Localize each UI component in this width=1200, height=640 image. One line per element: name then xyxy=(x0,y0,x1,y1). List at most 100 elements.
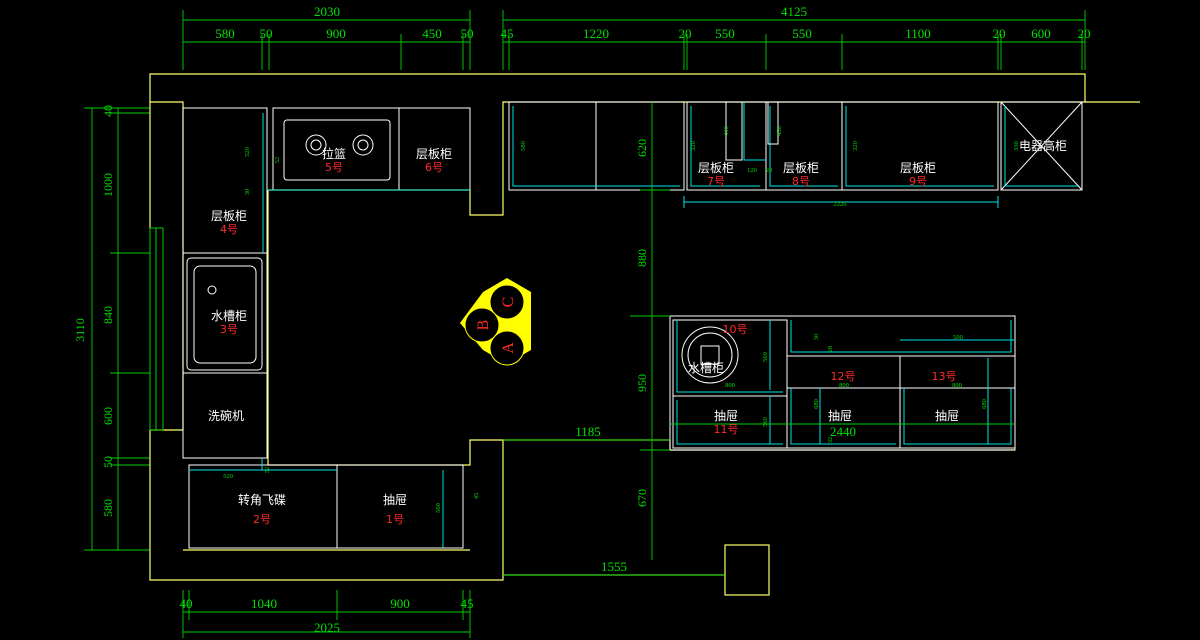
label-no2: 2号 xyxy=(253,513,271,526)
column-box xyxy=(724,544,770,596)
dim-small-30b: 30 xyxy=(813,334,820,341)
middle-dimension-lines xyxy=(503,102,1015,576)
dim-small-32: 32 xyxy=(827,437,834,444)
label-shelf-9: 层板柜 xyxy=(900,161,936,175)
label-corner: 转角飞碟 xyxy=(238,492,286,507)
label-no12: 12号 xyxy=(831,370,856,383)
label-no4: 4号 xyxy=(220,223,238,236)
dim-small-500: 500 xyxy=(953,334,963,341)
bottom-dimension-lines xyxy=(182,590,471,638)
label-shelf-6: 层板柜 xyxy=(416,147,452,161)
dim-left-seg-4: 600 xyxy=(101,407,115,425)
dim-bottom-seg-4: 45 xyxy=(461,596,474,611)
label-no6: 6号 xyxy=(425,161,443,174)
dim-small-330: 330 xyxy=(1013,141,1020,151)
dim-small-520b: 520 xyxy=(223,473,233,480)
dim-small-2220: 2220 xyxy=(834,201,847,208)
dim-left-seg-3: 840 xyxy=(101,306,115,324)
dim-small-52b: 52 xyxy=(264,467,271,474)
dim-bottom-total: 2025 xyxy=(314,620,340,635)
dim-small-800c: 800 xyxy=(952,382,962,389)
dim-top-seg-4: 450 xyxy=(422,26,442,41)
label-no9: 9号 xyxy=(909,175,927,188)
dim-670: 670 xyxy=(635,489,649,507)
dim-small-20b: 20 xyxy=(827,346,834,353)
upper-cabinets xyxy=(508,101,1083,208)
label-sink-3: 水槽柜 xyxy=(211,309,247,323)
dim-small-580: 580 xyxy=(520,141,527,151)
dim-small-560: 560 xyxy=(435,503,442,513)
dim-top-seg-13: 600 xyxy=(1031,26,1051,41)
dim-left-seg-2: 1000 xyxy=(101,173,115,197)
dim-1555: 1555 xyxy=(601,559,627,574)
dim-bottom-seg-1: 40 xyxy=(180,596,193,611)
dim-top-seg-12: 20 xyxy=(993,26,1006,41)
dim-2440: 2440 xyxy=(830,424,856,439)
label-no3: 3号 xyxy=(220,323,238,336)
dim-top-seg-2: 50 xyxy=(260,26,273,41)
dim-880: 880 xyxy=(635,249,649,267)
left-dimension-lines xyxy=(84,107,150,551)
dim-bottom-seg-2: 1040 xyxy=(251,596,277,611)
dim-left-seg-6: 580 xyxy=(101,499,115,517)
dim-bottom-seg-3: 900 xyxy=(390,596,410,611)
dim-small-680b: 680 xyxy=(981,399,988,409)
dim-small-120: 120 xyxy=(747,167,757,174)
dim-small-320a: 320 xyxy=(690,141,697,151)
dim-small-800b: 800 xyxy=(839,382,849,389)
view-marker-group xyxy=(460,278,531,366)
dim-top-total-left: 2030 xyxy=(314,4,340,19)
label-no1: 1号 xyxy=(386,513,404,526)
dim-620: 620 xyxy=(635,139,649,157)
dim-top-seg-14: 20 xyxy=(1078,26,1091,41)
dim-top-seg-8: 20 xyxy=(679,26,692,41)
label-drawer-11: 抽屉 xyxy=(714,409,738,423)
dim-small-52a: 52 xyxy=(274,157,281,164)
dim-top-seg-5: 50 xyxy=(461,26,474,41)
island-cabinets xyxy=(669,315,1016,451)
label-shelf-7: 层板柜 xyxy=(698,161,734,175)
view-marker-b: B xyxy=(475,320,492,331)
dim-top-total-right: 4125 xyxy=(781,4,807,19)
dim-small-430: 430 xyxy=(776,126,783,136)
dim-top-seg-11: 1100 xyxy=(905,26,931,41)
dim-small-680a: 680 xyxy=(813,399,820,409)
dim-small-560c: 560 xyxy=(762,417,769,427)
dim-1185: 1185 xyxy=(575,424,601,439)
label-no7: 7号 xyxy=(707,175,725,188)
label-tall-cabinet: 电器高柜 xyxy=(1019,138,1067,153)
dim-left-seg-5: 50 xyxy=(101,456,115,468)
label-shelf-4: 层板柜 xyxy=(211,209,247,223)
label-drawer-1: 抽屉 xyxy=(383,493,407,507)
dim-small-800a: 800 xyxy=(725,382,735,389)
label-basket: 拉篮 xyxy=(322,146,346,161)
dim-small-410: 410 xyxy=(723,126,730,136)
dim-top-seg-10: 550 xyxy=(792,26,812,41)
dim-small-520a: 520 xyxy=(244,147,251,157)
dim-top-seg-6: 45 xyxy=(501,26,514,41)
top-dimension-lines xyxy=(182,10,1086,70)
label-drawer-13: 抽屉 xyxy=(935,409,959,423)
dim-top-seg-7: 1220 xyxy=(583,26,609,41)
label-drawer-12: 抽屉 xyxy=(828,409,852,423)
dim-left-seg-1: 40 xyxy=(101,105,115,117)
left-cabinets xyxy=(182,107,471,549)
label-no13: 13号 xyxy=(932,370,957,383)
label-shelf-8: 层板柜 xyxy=(783,161,819,175)
dim-top-seg-9: 550 xyxy=(715,26,735,41)
label-no5: 5号 xyxy=(325,161,343,174)
label-sink-10: 水槽柜 xyxy=(688,361,724,375)
dim-small-560b: 560 xyxy=(762,352,769,362)
dim-950: 950 xyxy=(635,374,649,392)
label-no11: 11号 xyxy=(714,423,739,436)
label-no10: 10号 xyxy=(723,323,748,336)
view-marker-c: C xyxy=(500,297,517,308)
dim-small-20a: 20 xyxy=(766,167,773,174)
label-no8: 8号 xyxy=(792,175,810,188)
dim-top-seg-3: 900 xyxy=(326,26,346,41)
view-marker-a: A xyxy=(500,342,517,354)
dim-left-total: 3110 xyxy=(73,318,87,342)
dim-small-320b: 320 xyxy=(852,141,859,151)
label-dishwasher: 洗碗机 xyxy=(208,408,244,423)
